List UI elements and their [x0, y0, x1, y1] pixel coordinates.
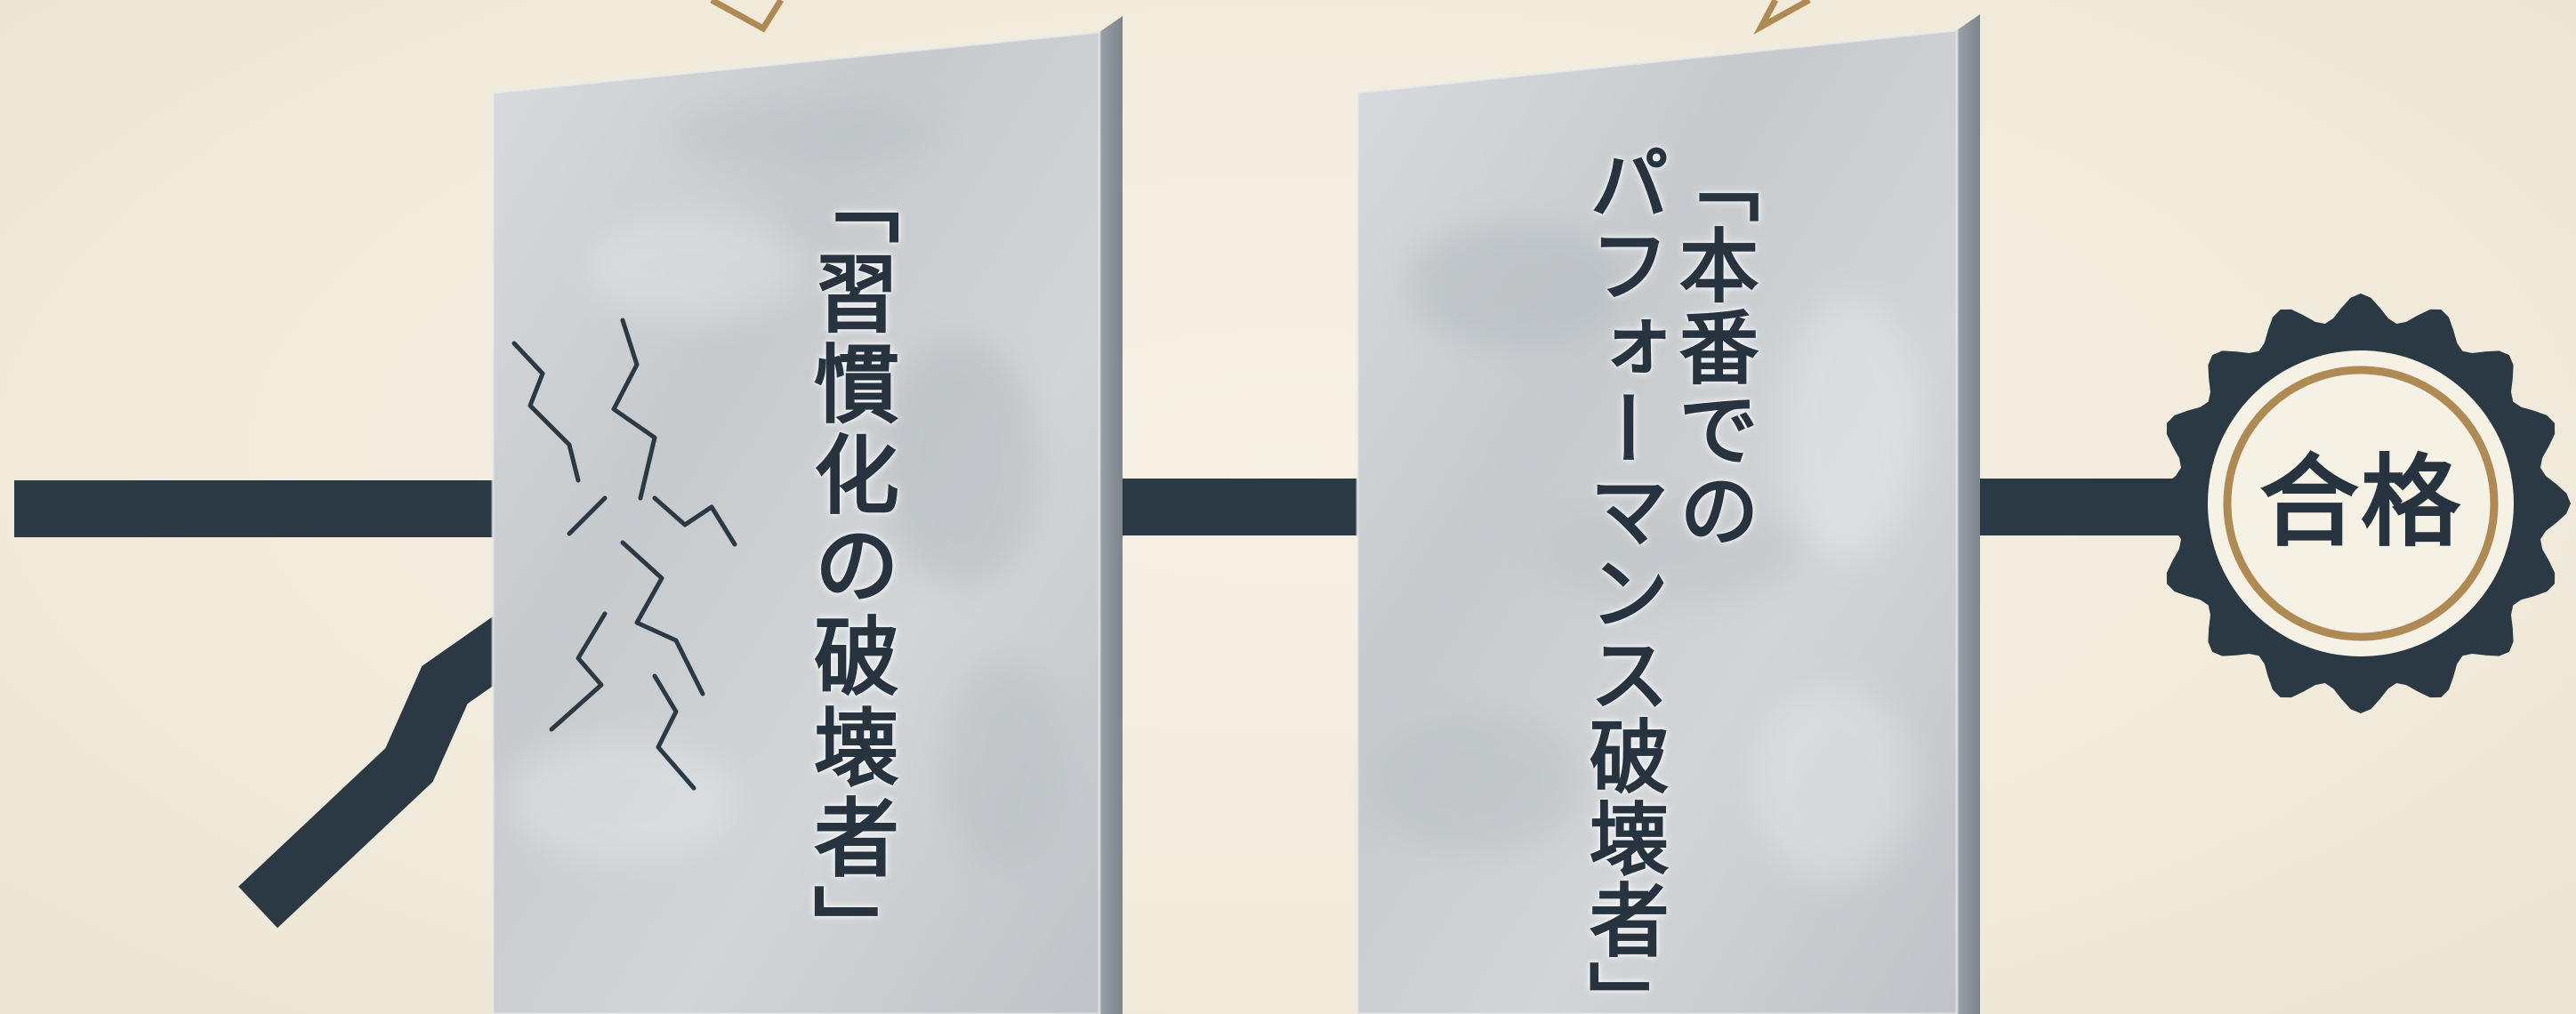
badge-seal-icon — [2151, 294, 2571, 713]
barrier-panel-1 — [491, 16, 1123, 1014]
arrow-tip-right — [1753, 0, 1811, 35]
crack-icon — [511, 318, 737, 791]
goal-label: 合格 — [2259, 445, 2462, 560]
seal-ring — [2223, 366, 2499, 641]
seal-inner — [2208, 350, 2514, 656]
arrow-tip-left — [710, 0, 784, 33]
barrier-2-label: 「本番での パフォーマンス破壊者」 — [1574, 142, 1759, 1014]
barrier-panel-2 — [1356, 14, 1980, 1014]
barrier-1-label: 「習慣化の破壊者」 — [799, 158, 899, 975]
